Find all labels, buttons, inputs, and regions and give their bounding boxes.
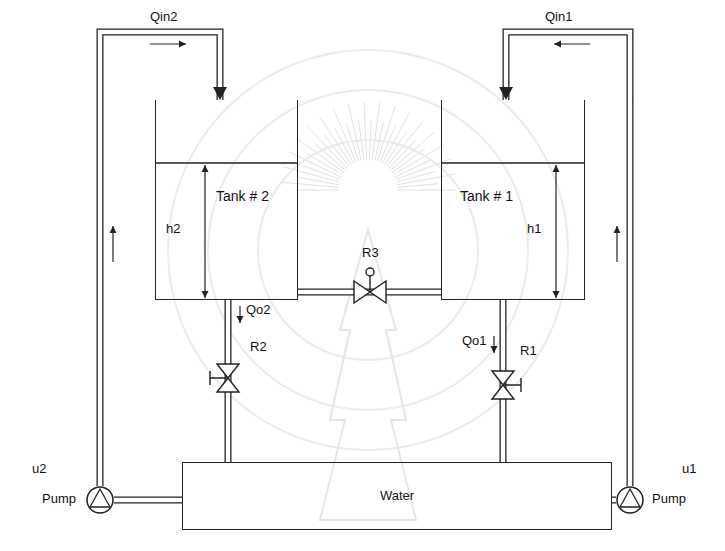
pipe-bore	[114, 498, 182, 502]
level-arrow	[202, 165, 209, 298]
pipe-connector	[114, 500, 182, 501]
arrow-head	[553, 291, 560, 298]
arrow-head	[554, 41, 561, 48]
arrow-head	[553, 165, 560, 172]
pump-label: Pump	[42, 492, 76, 507]
pump-triangle	[620, 489, 640, 507]
watermark-ring	[258, 140, 478, 360]
arrow-head	[237, 316, 244, 323]
watermark-ray	[398, 174, 455, 184]
valve-symbol	[354, 268, 386, 303]
pipe-wall	[100, 32, 220, 486]
watermark-ring	[168, 50, 568, 450]
watermark-ray	[364, 102, 367, 160]
watermark-ray	[348, 104, 361, 161]
pipe-connector	[100, 32, 227, 486]
arrow-shaft	[204, 165, 205, 298]
flow-arrow	[150, 41, 186, 48]
pipe-bore	[612, 498, 616, 502]
watermark-ray	[385, 132, 407, 165]
pump-label: Pump	[652, 492, 686, 507]
watermark-spire	[320, 230, 416, 520]
flow-arrow	[110, 226, 117, 262]
pump-circle	[87, 487, 113, 513]
watermark-ray	[397, 171, 436, 182]
tank-level-line	[156, 162, 297, 164]
pump-symbol	[616, 486, 644, 514]
input-signal: u1	[682, 462, 696, 477]
level-label: h2	[166, 222, 180, 237]
watermark-ray	[324, 135, 349, 166]
arrow-head	[202, 291, 209, 298]
level-arrow	[553, 165, 560, 298]
watermark-ray	[382, 113, 409, 164]
valve-label: R3	[362, 246, 379, 261]
pipe-bore	[506, 32, 630, 486]
pipe-wall	[506, 32, 630, 486]
valve-handle	[503, 378, 521, 392]
watermark-ring	[208, 90, 528, 410]
arrow-head	[213, 87, 227, 100]
pipe-bore	[100, 32, 220, 486]
watermark-ray	[398, 190, 456, 191]
watermark-ray	[372, 103, 380, 160]
pump-symbol: Pump	[616, 486, 644, 514]
valve-handle	[210, 371, 228, 385]
flow-arrow	[237, 306, 244, 323]
flow-arrow	[554, 41, 590, 48]
water-reservoir: Water	[182, 462, 612, 530]
valve-label: R2	[250, 340, 267, 355]
watermark-ray	[387, 121, 423, 166]
node-title: Tank # 2	[216, 188, 269, 204]
valve-symbol	[210, 364, 239, 392]
valve-symbol	[492, 371, 521, 399]
arrow-shaft	[555, 165, 556, 298]
valve-stem	[369, 276, 370, 292]
flow-arrow	[614, 226, 621, 262]
flow-label: Qin1	[545, 10, 572, 25]
pipe-connector	[499, 32, 630, 486]
arrow-head	[491, 346, 498, 353]
pump-triangle	[90, 489, 110, 507]
flow-label: Qo1	[462, 334, 487, 349]
watermark-ray	[391, 132, 435, 170]
pump-symbol	[86, 486, 114, 514]
watermark-ray	[298, 190, 338, 191]
flow-label: Qin2	[150, 10, 177, 25]
tank-level-line	[442, 162, 584, 164]
tank-box: Tank # 1	[441, 100, 585, 300]
arrow-head	[614, 226, 621, 233]
watermark-ray	[398, 184, 438, 188]
valve-handwheel	[366, 268, 374, 276]
arrow-head	[110, 226, 117, 233]
pipe-wall	[114, 497, 182, 504]
pipe-wall	[612, 497, 616, 504]
node-title: Water	[380, 489, 414, 504]
arrow-head	[202, 165, 209, 172]
input-signal: u2	[32, 462, 46, 477]
arrow-head	[179, 41, 186, 48]
flow-label: Qo2	[246, 303, 271, 318]
watermark-ray	[394, 145, 444, 175]
pump-circle	[617, 487, 643, 513]
tank-box: Tank # 2	[155, 100, 298, 300]
flow-arrow	[491, 336, 498, 353]
watermark-ray	[299, 178, 338, 185]
watermark-ray	[315, 144, 345, 170]
node-title: Tank # 1	[460, 188, 513, 204]
arrow-head	[499, 87, 513, 100]
valve-label: R1	[520, 344, 537, 359]
level-label: h1	[527, 222, 541, 237]
pipe-connector	[612, 500, 616, 501]
watermark-ray	[333, 109, 356, 162]
pump-symbol: Pump	[86, 486, 114, 514]
